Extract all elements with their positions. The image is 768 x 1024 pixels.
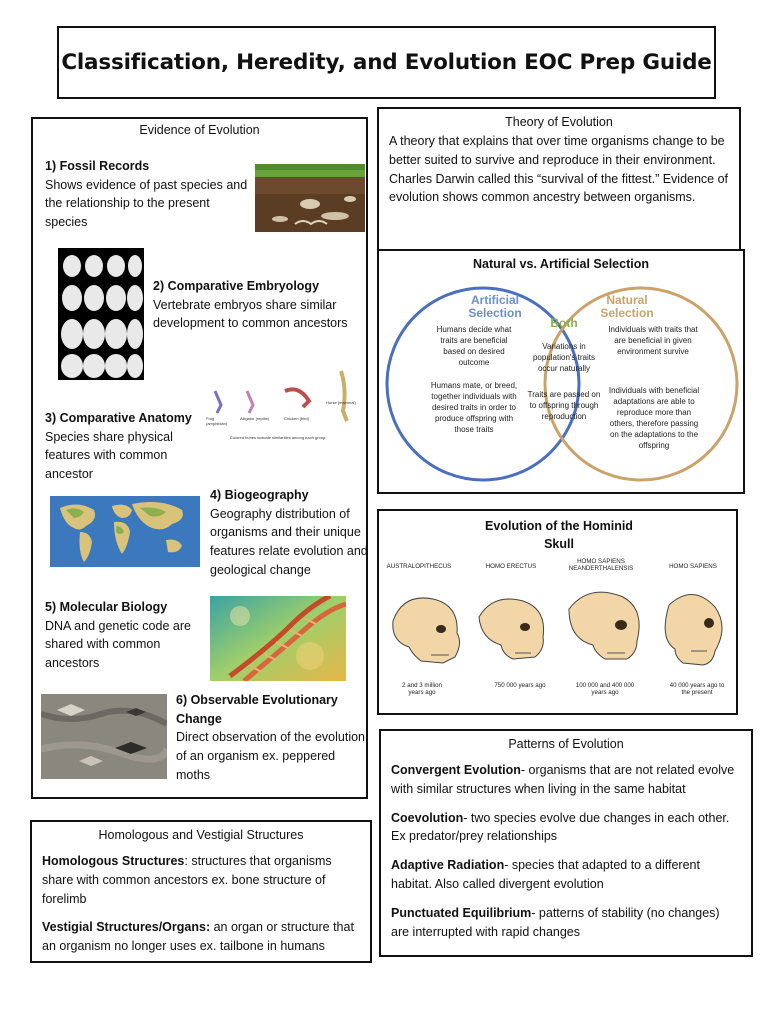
evidence-item-title: 6) Observable Evolutionary Change bbox=[176, 693, 338, 726]
structure-text: : structures that organisms share with c… bbox=[42, 854, 332, 906]
evidence-item-text: DNA and genetic code are shared with com… bbox=[45, 618, 191, 671]
evidence-item-title: 2) Comparative Embryology bbox=[153, 279, 320, 293]
hominid-heading: Evolution of the Hominid Skull bbox=[485, 519, 633, 551]
skull-homo-erectus bbox=[478, 598, 545, 660]
evidence-item-observable: 6) Observable Evolutionary Change Direct… bbox=[176, 691, 366, 785]
natural-circle bbox=[543, 286, 739, 482]
evidence-item-title: 4) Biogeography bbox=[210, 488, 309, 502]
pattern-term: Punctuated Equilibrium bbox=[391, 905, 532, 920]
skull-australopithecus bbox=[392, 597, 461, 664]
evidence-item-title: 1) Fossil Records bbox=[45, 159, 150, 173]
skull-neanderthal bbox=[568, 591, 640, 660]
world-map-image bbox=[50, 496, 200, 567]
artificial-text-2: Humans mate, or breed, together individu… bbox=[430, 381, 518, 434]
dna-image bbox=[210, 596, 346, 681]
anatomy-label: Horse (mammal) bbox=[326, 400, 356, 405]
pattern-text: - species that adapted to a different ha… bbox=[391, 858, 700, 891]
pattern-convergent: Convergent Evolution- organisms that are… bbox=[391, 761, 741, 799]
evidence-item-molecular: 5) Molecular Biology DNA and genetic cod… bbox=[45, 598, 210, 673]
evidence-item-anatomy: 3) Comparative Anatomy Species share phy… bbox=[45, 409, 200, 484]
embryology-image bbox=[58, 248, 144, 385]
structure-term: Vestigial Structures/Organs: bbox=[42, 920, 211, 935]
peppered-moth-image bbox=[41, 694, 167, 779]
anatomy-image bbox=[203, 369, 365, 449]
anatomy-label: Frog (amphibian) bbox=[206, 416, 228, 426]
skull-name: AUSTRALOPITHECUS bbox=[386, 563, 452, 570]
evidence-item-title: 5) Molecular Biology bbox=[45, 600, 168, 614]
skull-age: 2 and 3 million years ago bbox=[402, 682, 442, 696]
skull-age: 750 000 years ago bbox=[494, 682, 546, 689]
pattern-term: Coevolution bbox=[391, 810, 464, 825]
skull-name: HOMO SAPIENS bbox=[669, 563, 717, 570]
pattern-adaptive-radiation: Adaptive Radiation- species that adapted… bbox=[391, 856, 741, 894]
both-label: Both bbox=[550, 316, 578, 330]
evidence-item-text: Shows evidence of past species and the r… bbox=[45, 177, 248, 230]
pattern-coevolution: Coevolution- two species evolve due chan… bbox=[391, 809, 741, 847]
evidence-of-evolution-box: Evidence of Evolution 1) Fossil Records … bbox=[31, 117, 368, 799]
both-text-1: Variations in population's traits occur … bbox=[532, 342, 595, 373]
anatomy-label: Chicken (bird) bbox=[284, 416, 309, 421]
pattern-text: - two species evolve due changes in each… bbox=[391, 810, 730, 844]
evidence-heading: Evidence of Evolution bbox=[139, 123, 260, 137]
anatomy-caption: Colored bones indicate similarities amon… bbox=[230, 435, 327, 440]
both-text-2: Traits are passed on to offspring throug… bbox=[527, 390, 601, 421]
hominid-skull-box: Evolution of the Hominid Skull AUSTRALOP… bbox=[377, 509, 738, 715]
artificial-text-1: Humans decide what traits are beneficial… bbox=[436, 325, 512, 367]
skull-age: 100 000 and 400 000 years ago bbox=[575, 682, 635, 696]
skull-name: HOMO ERECTUS bbox=[485, 563, 537, 570]
selection-heading: Natural vs. Artificial Selection bbox=[473, 257, 649, 271]
natural-text-2: Individuals with beneficial adaptations … bbox=[608, 386, 700, 450]
venn-diagram bbox=[385, 286, 739, 482]
evidence-item-text: Vertebrate embryos share similar develop… bbox=[153, 297, 348, 331]
pattern-term: Adaptive Radiation bbox=[391, 858, 505, 873]
skull-homo-sapiens bbox=[664, 594, 723, 666]
title-box: Classification, Heredity, and Evolution … bbox=[57, 26, 716, 99]
evidence-item-embryology: 2) Comparative Embryology Vertebrate emb… bbox=[153, 277, 363, 333]
structure-text: an organ or structure that an organism n… bbox=[42, 920, 354, 954]
pattern-text: - organisms that are not related evolve … bbox=[391, 763, 735, 796]
anatomy-label: Alligator (reptile) bbox=[240, 416, 270, 421]
evidence-item-title: 3) Comparative Anatomy bbox=[45, 411, 192, 425]
vestigial-structures: Vestigial Structures/Organs: an organ or… bbox=[42, 918, 360, 956]
skull-name: HOMO SAPIENS NEANDERTHALENSIS bbox=[568, 558, 634, 572]
skull-age: 40 000 years ago to the present bbox=[669, 682, 725, 696]
theory-of-evolution-box: Theory of Evolution A theory that explai… bbox=[377, 107, 741, 261]
patterns-heading: Patterns of Evolution bbox=[508, 737, 624, 751]
pattern-text: - patterns of stability (no changes) are… bbox=[391, 905, 720, 939]
pattern-punctuated-equilibrium: Punctuated Equilibrium- patterns of stab… bbox=[391, 904, 741, 942]
skulls-illustration bbox=[392, 591, 723, 666]
structure-term: Homologous Structures bbox=[42, 854, 185, 868]
evidence-item-text: Geography distribution of organisms and … bbox=[210, 506, 368, 577]
patterns-of-evolution-box: Patterns of Evolution Convergent Evoluti… bbox=[379, 729, 753, 957]
fossil-image bbox=[255, 164, 365, 232]
selection-box: Natural vs. Artificial Selection Artific… bbox=[377, 249, 745, 494]
evidence-item-text: Species share physical features with com… bbox=[45, 429, 173, 482]
theory-text: A theory that explains that over time or… bbox=[389, 134, 729, 205]
theory-heading: Theory of Evolution bbox=[505, 115, 613, 129]
artificial-circle bbox=[385, 286, 581, 482]
evidence-item-text: Direct observation of the evolution of a… bbox=[176, 730, 365, 782]
evidence-item-fossil: 1) Fossil Records Shows evidence of past… bbox=[45, 157, 250, 232]
page-title: Classification, Heredity, and Evolution … bbox=[61, 50, 712, 75]
evidence-item-biogeography: 4) Biogeography Geography distribution o… bbox=[210, 486, 370, 580]
natural-label: Natural Selection bbox=[600, 293, 654, 320]
artificial-label: Artificial Selection bbox=[468, 293, 522, 320]
homologous-heading: Homologous and Vestigial Structures bbox=[98, 828, 304, 842]
homologous-vestigial-box: Homologous and Vestigial Structures Homo… bbox=[30, 820, 372, 963]
pattern-term: Convergent Evolution bbox=[391, 763, 521, 777]
homologous-structures: Homologous Structures: structures that o… bbox=[42, 852, 360, 908]
natural-text-1: Individuals with traits that are benefic… bbox=[608, 325, 698, 356]
